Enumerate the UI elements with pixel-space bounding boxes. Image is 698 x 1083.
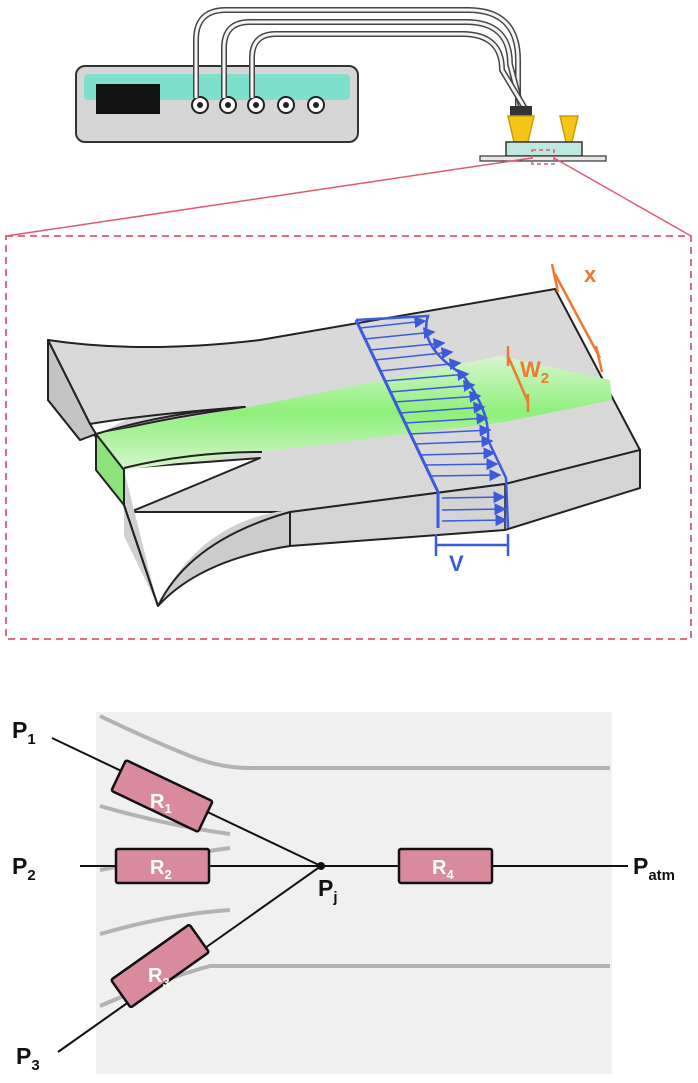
- chip-3d: V x W2: [47, 262, 641, 607]
- resistor-r2: R2: [114, 847, 211, 885]
- label-patm: Patm: [633, 853, 675, 884]
- resistor-r3: R3: [110, 923, 210, 1009]
- inlet-reservoir: [507, 115, 535, 143]
- chip-stage: [479, 115, 607, 165]
- velocity-arrows: [359, 316, 508, 527]
- channel-background: [96, 712, 612, 1074]
- x-dimension: [550, 263, 604, 373]
- label-w2: W2: [520, 357, 549, 387]
- circuit: R1 R2 R3 R4 P1 P2 P3 Pj Patm: [12, 717, 675, 1074]
- arm3-front-face: [123, 504, 291, 607]
- pump-display: [96, 84, 160, 114]
- outlet-reservoir: [559, 115, 579, 143]
- zoom-lines: [5, 157, 692, 237]
- junction-node: [317, 862, 325, 870]
- tube-connector: [510, 106, 532, 116]
- channel-shading: [96, 712, 612, 1074]
- glass-slide: [479, 155, 607, 162]
- pressure-pump: [75, 65, 359, 143]
- v-dimension: [434, 534, 510, 556]
- label-x: x: [584, 262, 597, 287]
- zoom-frame: [5, 235, 692, 640]
- label-r4: R4: [432, 857, 454, 882]
- label-p2: P2: [12, 853, 36, 884]
- velocity-profile: V: [354, 314, 510, 576]
- label-pj: Pj: [318, 875, 338, 906]
- pump-ports: [191, 96, 325, 114]
- label-r2: R2: [150, 857, 172, 882]
- w2-dimension: [506, 346, 530, 412]
- resistor-r1: R1: [110, 759, 214, 833]
- resistor-r4: R4: [397, 847, 494, 885]
- label-p1: P1: [12, 717, 36, 748]
- tubing: [193, 7, 532, 116]
- center-stream: [96, 356, 612, 470]
- label-r1: R1: [150, 791, 172, 816]
- label-p3: P3: [16, 1043, 40, 1074]
- label-r3: R3: [148, 965, 170, 990]
- label-v: V: [449, 551, 464, 576]
- chip: [505, 141, 583, 157]
- zoom-region: [531, 149, 555, 165]
